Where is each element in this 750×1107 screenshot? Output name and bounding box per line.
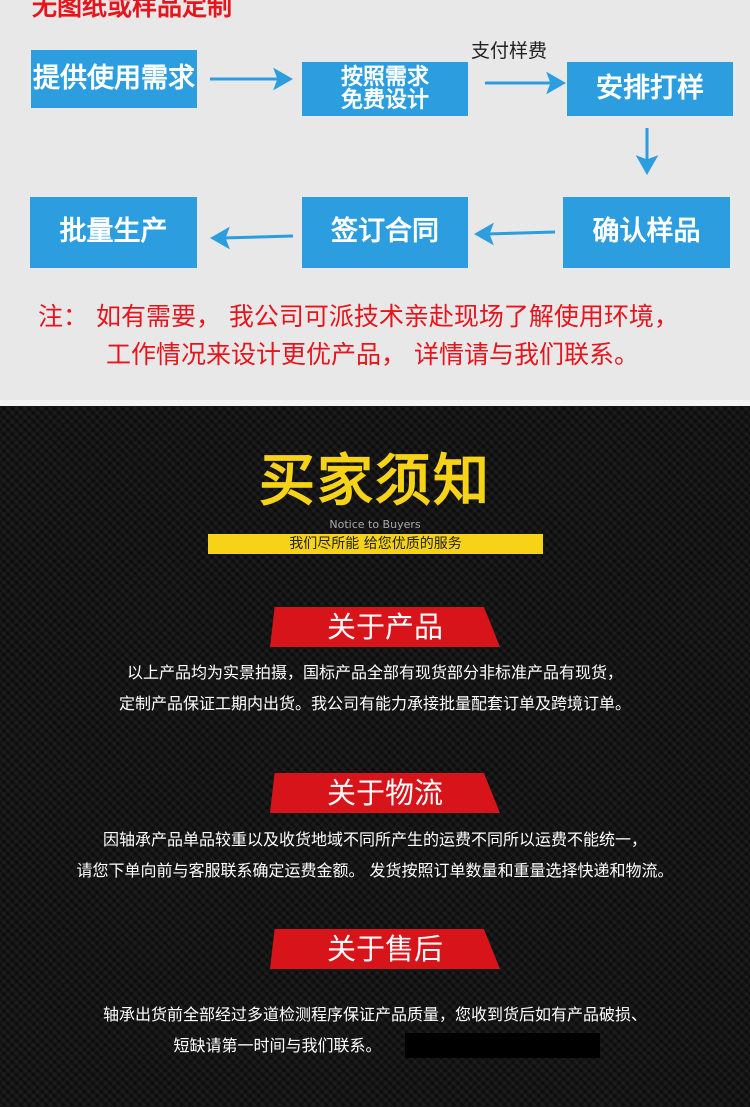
- text-line: 因轴承产品单品较重以及收货地域不同所产生的运费不同所以运费不能统一，: [102, 830, 647, 849]
- step-confirm-sample: 确认样品: [563, 197, 730, 268]
- note-line-2: 工作情况来设计更优产品， 详情请与我们联系。: [106, 340, 639, 369]
- text-line: 轴承出货前全部经过多道检测程序保证产品质量，您收到货后如有产品破损、: [102, 1005, 647, 1024]
- pay-sample-fee-label: 支付样费: [471, 40, 548, 62]
- section-text-logistics: 因轴承产品单品较重以及收货地域不同所产生的运费不同所以运费不能统一， 请您下单向…: [0, 824, 750, 886]
- arrow-left-icon: [209, 226, 294, 250]
- process-title: 无图纸或样品定制: [32, 0, 233, 21]
- text-line: 请您下单向前与客服联系确定运费金额。 发货按照订单数量和重量选择快递和物流。: [76, 861, 674, 880]
- text-line: 短缺请第一时间与我们联系。: [173, 1036, 382, 1055]
- divider: [0, 400, 750, 406]
- section-text-product: 以上产品均为实景拍摄，国标产品全部有现货部分非标准产品有现货， 定制产品保证工期…: [0, 657, 750, 719]
- text-line: 定制产品保证工期内出货。我公司有能力承接批量配套订单及跨境订单。: [118, 694, 631, 713]
- note-line-1: 注： 如有需要， 我公司可派技术亲赴现场了解使用环境，: [38, 302, 679, 331]
- section-heading-after-sales: 关于售后: [270, 929, 500, 969]
- redacted-block: [405, 1033, 600, 1058]
- tagline-bar: 我们尽所能 给您优质的服务: [208, 534, 543, 554]
- step-free-design-line1: 按照需求: [340, 64, 429, 90]
- text-line: 以上产品均为实景拍摄，国标产品全部有现货部分非标准产品有现货，: [126, 663, 623, 682]
- section-heading-product: 关于产品: [270, 607, 500, 647]
- section-text-after-sales: 轴承出货前全部经过多道检测程序保证产品质量，您收到货后如有产品破损、 短缺请第一…: [0, 999, 750, 1061]
- arrow-down-icon: [635, 128, 659, 176]
- arrow-right-icon: [485, 71, 567, 95]
- step-free-design-line2: 免费设计: [340, 88, 429, 113]
- flow-arrows: [209, 67, 659, 250]
- section-heading-logistics: 关于物流: [270, 773, 500, 813]
- arrow-right-icon: [210, 67, 294, 91]
- step-free-design: 按照需求免费设计: [302, 62, 468, 116]
- notice-title: 买家须知: [259, 449, 491, 514]
- step-mass-production: 批量生产: [30, 197, 197, 268]
- notice-subtitle: Notice to Buyers: [329, 518, 421, 531]
- step-sign-contract: 签订合同: [302, 197, 468, 268]
- notice-section: [0, 406, 750, 1107]
- step-provide-requirements: 提供使用需求: [31, 50, 197, 108]
- arrow-left-icon: [473, 222, 556, 246]
- step-arrange-sample: 安排打样: [567, 62, 733, 116]
